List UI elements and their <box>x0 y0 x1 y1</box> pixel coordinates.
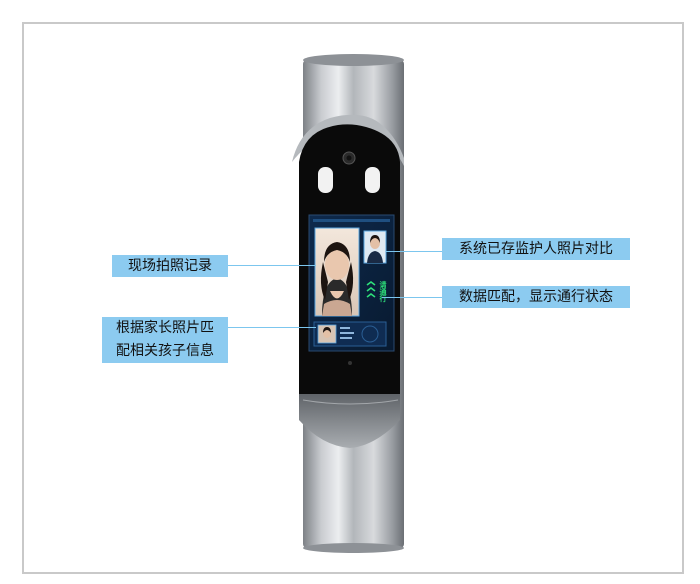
callout-child-info: 根据家长照片匹 配相关孩子信息 <box>102 317 228 363</box>
callout-pass-status: 数据匹配，显示通行状态 <box>442 286 630 308</box>
callout-child-info-line1: 根据家长照片匹 <box>116 320 214 336</box>
lower-scoop <box>299 394 400 448</box>
fill-light-right <box>365 167 380 193</box>
pass-status-indicator <box>366 281 376 298</box>
callout-guardian-compare: 系统已存监护人照片对比 <box>442 238 630 260</box>
connector-left-top <box>228 265 316 266</box>
pillar-top <box>303 54 404 66</box>
pass-status-text: 请通行 <box>379 281 387 302</box>
connector-right-top <box>386 251 442 252</box>
connector-left-bottom <box>228 327 316 328</box>
fill-light-left <box>318 167 333 193</box>
top-hood <box>292 114 404 166</box>
callout-child-info-line2: 配相关孩子信息 <box>116 343 214 359</box>
callout-live-photo: 现场拍照记录 <box>112 255 228 277</box>
connector-right-bottom <box>382 297 442 298</box>
